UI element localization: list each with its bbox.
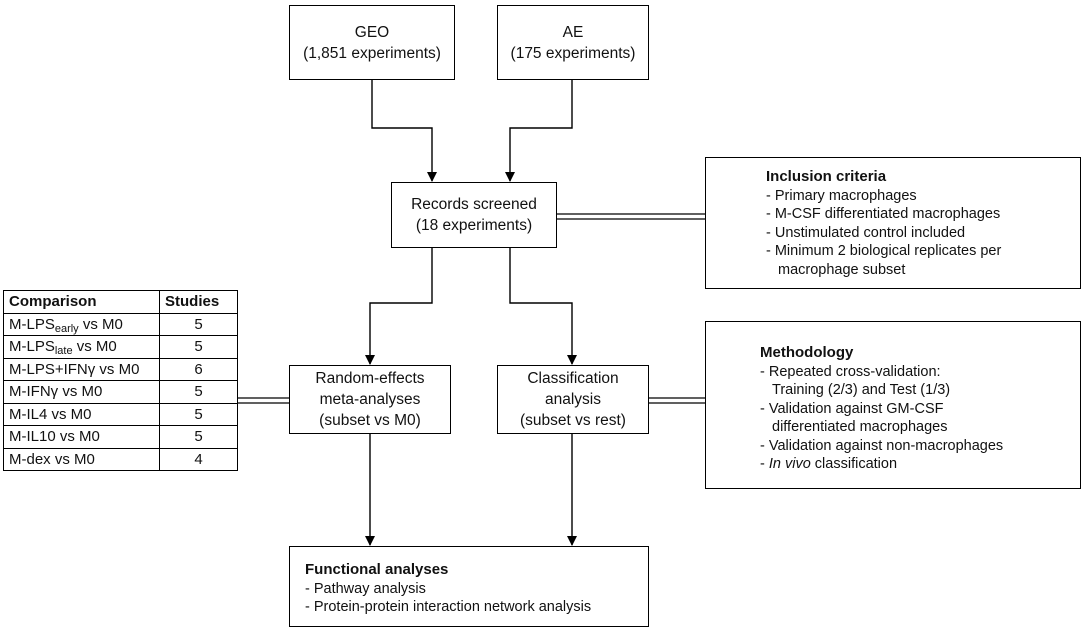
table-row: M-LPSearly vs M0 5 (3, 312, 238, 336)
classification-line1: Classification (527, 370, 619, 387)
studies-cell: 5 (159, 335, 238, 359)
arrow-ae-to-screened (505, 79, 573, 182)
inclusion-item: - Primary macrophages (766, 187, 917, 204)
studies-cell: 6 (159, 357, 238, 381)
comparison-cell: M-LPSlate vs M0 (3, 335, 160, 359)
classification-box: Classification analysis (subset vs rest) (497, 365, 649, 434)
table-row: M-LPSlate vs M0 5 (3, 335, 238, 359)
comparison-table: Comparison Studies M-LPSearly vs M0 5 M-… (3, 290, 238, 471)
classification-line2: analysis (545, 391, 601, 408)
functional-analyses-box: Functional analyses - Pathway analysis -… (289, 546, 649, 627)
comparison-cell: M-IL10 vs M0 (3, 425, 160, 449)
inclusion-item: - Unstimulated control included (766, 224, 966, 241)
records-screened-box: Records screened (18 experiments) (391, 182, 557, 248)
header-comparison: Comparison (3, 290, 160, 314)
geo-count: (1,851 experiments) (303, 44, 441, 62)
table-header-row: Comparison Studies (3, 290, 238, 314)
studies-cell: 5 (159, 402, 238, 426)
methodology-item: differentiated macrophages (772, 419, 948, 435)
arrow-geo-to-screened (371, 79, 437, 182)
geo-box: GEO (1,851 experiments) (289, 5, 455, 80)
comparison-cell: M-LPS+IFNγ vs M0 (3, 357, 160, 381)
ae-count: (175 experiments) (510, 44, 636, 62)
classification-line3: (subset vs rest) (520, 412, 626, 429)
table-row: M-dex vs M0 4 (3, 447, 238, 471)
meta-analyses-box: Random-effects meta-analyses (subset vs … (289, 365, 451, 434)
ae-label: AE (562, 23, 584, 41)
comparison-cell: M-dex vs M0 (3, 447, 160, 471)
table-row: M-IL10 vs M0 5 (3, 425, 238, 449)
header-studies: Studies (159, 290, 238, 314)
comparison-cell: M-LPSearly vs M0 (3, 312, 160, 336)
comparison-cell: M-IFNγ vs M0 (3, 380, 160, 404)
meta-line1: Random-effects (315, 370, 425, 387)
screened-label: Records screened (411, 196, 537, 213)
studies-cell: 5 (159, 425, 238, 449)
table-row: M-IFNγ vs M0 5 (3, 380, 238, 404)
arrow-screened-to-meta (365, 247, 433, 365)
inclusion-title: Inclusion criteria (766, 168, 887, 185)
methodology-item: - Repeated cross-validation: (760, 363, 941, 380)
studies-cell: 5 (159, 312, 238, 336)
inclusion-item: - M-CSF differentiated macrophages (766, 206, 1001, 222)
methodology-item: - In vivo classification (760, 456, 898, 472)
screened-count: (18 experiments) (415, 217, 533, 234)
methodology-item: Training (2/3) and Test (1/3) (772, 382, 951, 398)
methodology-item: - Validation against non-macrophages (760, 437, 1004, 454)
methodology-title: Methodology (760, 344, 854, 361)
inclusion-item: macrophage subset (778, 261, 906, 278)
inclusion-criteria-box: Inclusion criteria - Primary macrophages… (705, 157, 1081, 289)
methodology-item: - Validation against GM-CSF (760, 400, 944, 417)
inclusion-item: - Minimum 2 biological replicates per (766, 243, 1002, 259)
comparison-cell: M-IL4 vs M0 (3, 402, 160, 426)
arrow-screened-to-classification (509, 247, 577, 365)
geo-label: GEO (354, 23, 390, 41)
table-row: M-LPS+IFNγ vs M0 6 (3, 357, 238, 381)
functional-title: Functional analyses (305, 561, 449, 578)
ae-box: AE (175 experiments) (497, 5, 649, 80)
methodology-box: Methodology - Repeated cross-validation:… (705, 321, 1081, 489)
functional-item: - Protein-protein interaction network an… (305, 599, 592, 615)
table-row: M-IL4 vs M0 5 (3, 402, 238, 426)
studies-cell: 4 (159, 447, 238, 471)
functional-item: - Pathway analysis (305, 580, 426, 597)
meta-line3: (subset vs M0) (319, 412, 421, 429)
meta-line2: meta-analyses (319, 391, 421, 408)
studies-cell: 5 (159, 380, 238, 404)
